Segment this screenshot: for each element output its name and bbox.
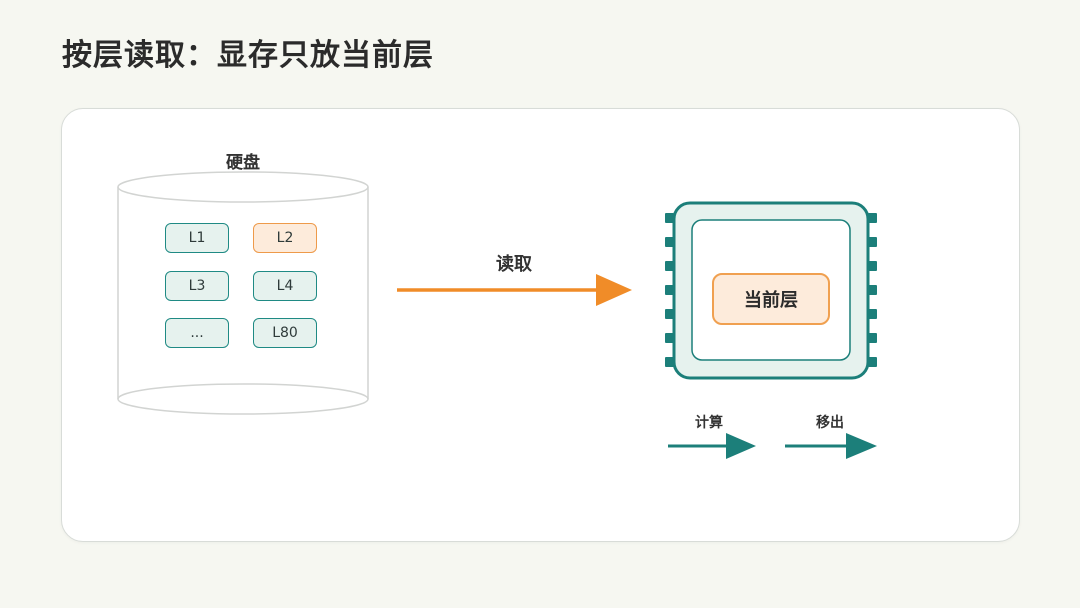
- gpu-pins: [665, 213, 877, 367]
- current-layer-box: 当前层: [712, 273, 830, 325]
- disk-label: 硬盘: [226, 153, 260, 173]
- disk-cylinder: [117, 171, 369, 415]
- page-title: 按层读取：显存只放当前层: [62, 38, 434, 73]
- layer-box-highlighted: L2: [253, 223, 317, 253]
- read-label: 读取: [496, 254, 532, 275]
- layer-box: ...: [165, 318, 229, 348]
- evict-label: 移出: [816, 415, 844, 431]
- layer-box: L3: [165, 271, 229, 301]
- read-arrow: [397, 274, 632, 306]
- evict-arrow: [785, 433, 877, 459]
- layer-box: L80: [253, 318, 317, 348]
- layer-box: L4: [253, 271, 317, 301]
- layer-box: L1: [165, 223, 229, 253]
- compute-arrow: [668, 433, 756, 459]
- compute-label: 计算: [695, 415, 723, 431]
